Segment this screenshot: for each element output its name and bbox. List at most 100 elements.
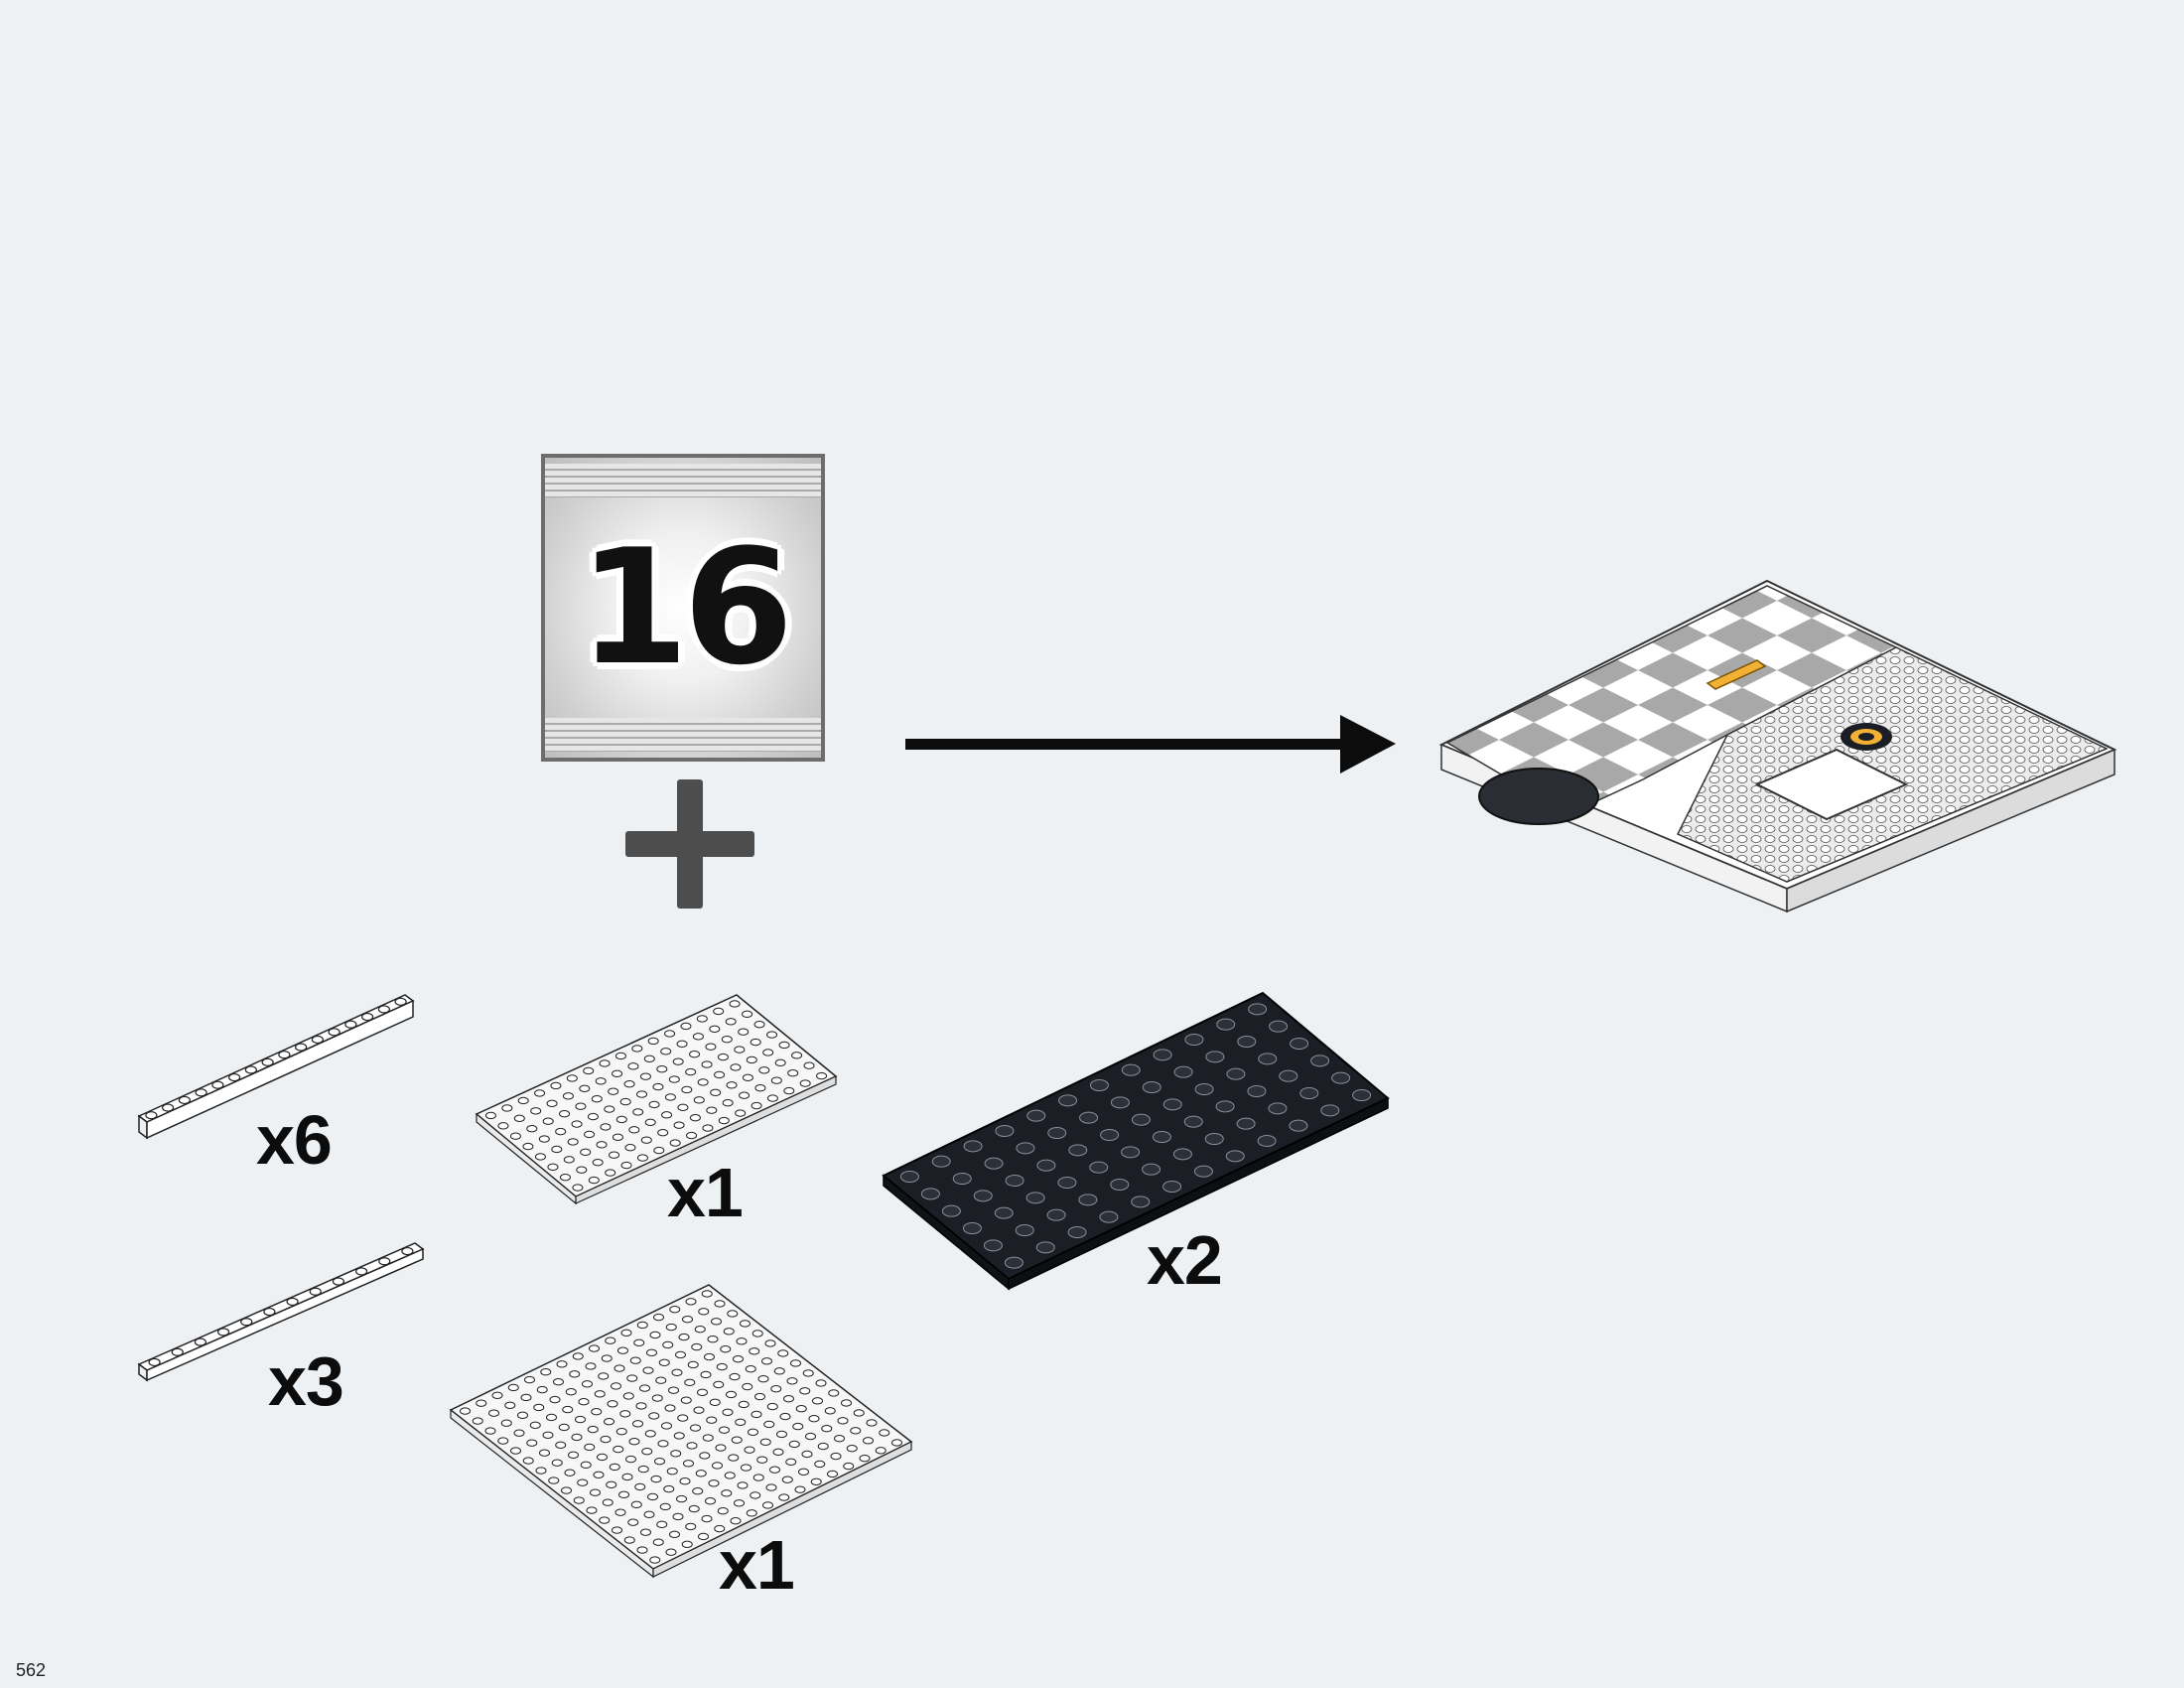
stud bbox=[522, 1142, 534, 1151]
stud bbox=[790, 1359, 801, 1367]
stud bbox=[504, 1401, 516, 1410]
stud bbox=[748, 1428, 758, 1437]
stud bbox=[244, 1065, 257, 1074]
stud bbox=[681, 1085, 693, 1094]
stud bbox=[591, 1094, 603, 1103]
stud bbox=[737, 1481, 749, 1489]
stud bbox=[579, 1084, 591, 1093]
stud bbox=[612, 1133, 623, 1142]
stud bbox=[866, 1419, 878, 1427]
stud bbox=[593, 1471, 605, 1479]
stud bbox=[718, 1116, 730, 1125]
stud bbox=[584, 1130, 596, 1139]
stud bbox=[562, 1092, 574, 1100]
stud bbox=[546, 1099, 558, 1108]
stud bbox=[722, 1408, 734, 1417]
stud bbox=[1205, 1051, 1225, 1063]
stud bbox=[561, 1486, 572, 1494]
stud bbox=[1089, 1161, 1109, 1174]
stud bbox=[762, 1501, 773, 1509]
stud bbox=[708, 1479, 720, 1487]
stud bbox=[824, 1407, 836, 1415]
stud bbox=[240, 1318, 253, 1327]
stud bbox=[759, 1438, 771, 1447]
stud bbox=[517, 1411, 528, 1420]
stud bbox=[620, 1161, 632, 1170]
stud bbox=[736, 1337, 748, 1345]
stud bbox=[794, 1485, 806, 1493]
stud bbox=[648, 1412, 660, 1420]
stud bbox=[799, 1079, 811, 1087]
stud bbox=[1110, 1179, 1130, 1191]
stud bbox=[1100, 1129, 1120, 1141]
stud bbox=[725, 1018, 737, 1026]
stud bbox=[834, 1434, 845, 1443]
stud bbox=[553, 1377, 564, 1386]
stud bbox=[714, 1524, 726, 1533]
stud bbox=[584, 1443, 596, 1452]
stud bbox=[850, 1427, 862, 1435]
stud bbox=[344, 1020, 357, 1029]
stud bbox=[830, 1452, 842, 1461]
stud bbox=[770, 1076, 782, 1084]
stud bbox=[623, 1079, 635, 1088]
stud bbox=[472, 1417, 483, 1425]
stud bbox=[653, 1313, 664, 1322]
stud bbox=[1183, 1115, 1203, 1128]
stud bbox=[1352, 1089, 1372, 1101]
stud bbox=[526, 1439, 538, 1447]
stud bbox=[764, 1339, 776, 1347]
stud bbox=[598, 1372, 610, 1380]
stud bbox=[879, 1429, 890, 1437]
stud bbox=[520, 1393, 532, 1402]
stud bbox=[684, 1378, 696, 1387]
stud bbox=[686, 1442, 698, 1450]
stud bbox=[517, 1096, 529, 1105]
stud bbox=[661, 1422, 672, 1430]
stud bbox=[679, 1477, 691, 1485]
stud bbox=[731, 1436, 743, 1444]
stud bbox=[522, 1457, 534, 1465]
stud bbox=[1142, 1163, 1161, 1176]
stud bbox=[642, 1366, 654, 1374]
stud bbox=[653, 1146, 665, 1155]
stud bbox=[1153, 1049, 1172, 1061]
stud bbox=[328, 1028, 341, 1037]
stud bbox=[739, 1091, 751, 1099]
stud bbox=[556, 1360, 568, 1368]
stud bbox=[148, 1357, 161, 1367]
stud bbox=[802, 1369, 814, 1377]
stud bbox=[683, 1460, 694, 1468]
stud bbox=[751, 1330, 763, 1337]
stud bbox=[587, 1425, 599, 1434]
stud bbox=[753, 1020, 765, 1029]
stud bbox=[501, 1104, 513, 1112]
stud bbox=[777, 1349, 789, 1357]
stud bbox=[660, 1048, 672, 1055]
stud bbox=[696, 1015, 708, 1023]
stud bbox=[805, 1432, 816, 1441]
stud bbox=[497, 1437, 509, 1445]
stud bbox=[899, 1171, 919, 1183]
stud bbox=[612, 1069, 623, 1078]
stud bbox=[704, 1352, 715, 1361]
stud bbox=[783, 1086, 795, 1095]
stud bbox=[697, 1388, 708, 1397]
stud bbox=[746, 1055, 757, 1064]
stud bbox=[606, 1480, 617, 1489]
stud bbox=[194, 1337, 207, 1346]
stud bbox=[995, 1125, 1015, 1137]
stud bbox=[1110, 1096, 1130, 1109]
stud bbox=[742, 1382, 753, 1391]
stud bbox=[664, 1093, 676, 1101]
stud bbox=[548, 1477, 560, 1484]
stud bbox=[1016, 1142, 1035, 1155]
stud bbox=[614, 1508, 626, 1516]
stud bbox=[675, 1350, 686, 1359]
stud bbox=[1099, 1210, 1119, 1223]
stud bbox=[636, 1321, 648, 1330]
stud bbox=[1005, 1175, 1024, 1187]
stud bbox=[583, 1066, 595, 1075]
stud bbox=[659, 1502, 671, 1511]
